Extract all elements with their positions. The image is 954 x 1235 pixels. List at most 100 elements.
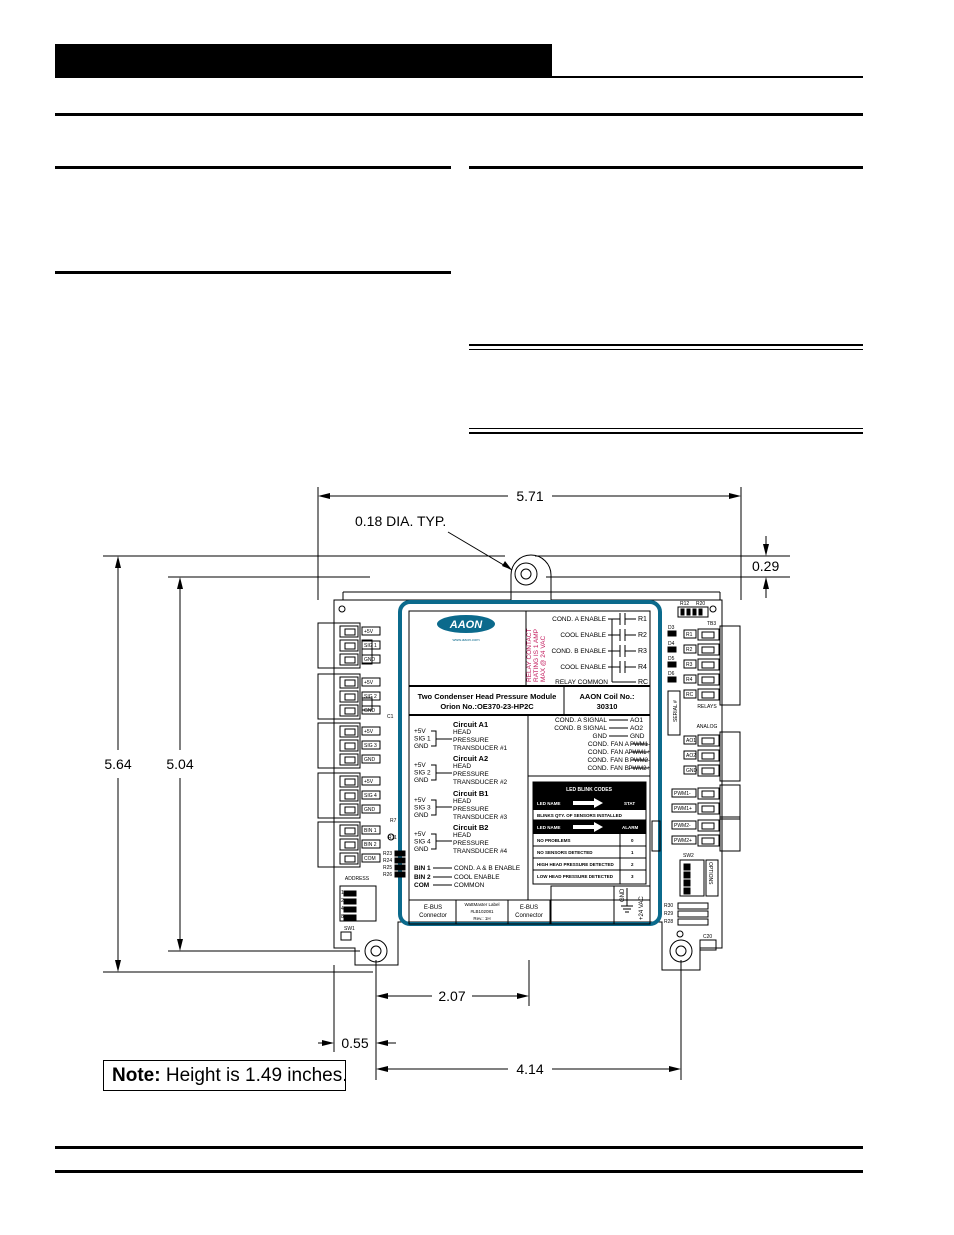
power-gnd: GND xyxy=(620,888,626,902)
terminal-label: R4 xyxy=(686,677,693,683)
d3-label: D3 xyxy=(668,625,675,631)
terminal-slot xyxy=(344,792,356,800)
terminal-label-box xyxy=(683,629,697,639)
circuit-desc: PRESSURE xyxy=(453,737,489,744)
callout-rule-top-b xyxy=(469,349,863,350)
module-title-2: Orion No.:OE370-23-HP2C xyxy=(440,702,534,711)
terminal-slot xyxy=(701,661,715,669)
terminal-screw xyxy=(339,775,359,788)
tb3-label: TB3 xyxy=(707,621,716,627)
terminal-label-box xyxy=(683,735,697,745)
terminal-screw xyxy=(697,802,720,815)
header-black-bar xyxy=(55,44,552,78)
terminal-slot xyxy=(344,693,356,701)
terminal-screw xyxy=(339,838,359,851)
schematic-lines xyxy=(431,613,648,913)
relay-name: COND. A ENABLE xyxy=(552,616,606,623)
dim-hole-spacing: 4.14 xyxy=(516,1061,543,1077)
arrowheads xyxy=(115,493,769,1072)
relay-name: COOL ENABLE xyxy=(560,664,606,671)
terminal-screw xyxy=(697,688,720,701)
label-panel xyxy=(398,600,662,926)
terminal-label-box xyxy=(361,740,381,750)
circuit-pin: SIG 4 xyxy=(414,839,431,846)
terminal-label-box xyxy=(361,853,381,863)
r30-label: R30 xyxy=(664,903,673,909)
terminal-screw xyxy=(339,852,359,865)
ao-pin: AO1 xyxy=(630,717,643,724)
relays-label: RELAYS xyxy=(697,704,717,710)
terminal-slot xyxy=(701,767,715,775)
terminal-label-box xyxy=(361,754,381,764)
terminal-screw xyxy=(697,787,720,800)
bin-pin: COM xyxy=(414,882,429,889)
footer-rule-2 xyxy=(55,1170,863,1173)
terminal-label: SIG 4 xyxy=(364,793,377,799)
led-header: STAT xyxy=(624,801,635,806)
board-silkscreen: RELAYS ANALOG SERIAL # ADDRESS 1 2 4 8 O… xyxy=(341,601,718,940)
circuit-pin: SIG 3 xyxy=(414,805,431,812)
terminal-slot xyxy=(701,822,715,830)
circuit-desc: HEAD xyxy=(453,798,471,805)
note-label: Note: xyxy=(112,1065,161,1086)
r11-label: R11 xyxy=(388,835,397,841)
terminal-screw xyxy=(697,834,720,847)
circuit-desc: TRANSDUCER #4 xyxy=(453,848,508,855)
circuit-pin: GND xyxy=(414,777,429,784)
relay-name: COND. B ENABLE xyxy=(551,648,606,655)
terminal-label: RC xyxy=(686,692,694,698)
circuit-pin: +5V xyxy=(414,762,426,769)
coil-label: AAON Coil No.: xyxy=(580,692,635,701)
terminal-screw xyxy=(697,764,720,777)
terminal-slot xyxy=(344,642,356,650)
dim-height-overall: 5.64 xyxy=(104,756,131,772)
terminal-label: SIG 1 xyxy=(364,643,377,649)
column-rule-left-1 xyxy=(55,166,451,169)
dim-top-offset: 0.29 xyxy=(752,558,779,574)
terminal-slot xyxy=(344,679,356,687)
terminal-slot xyxy=(701,646,715,654)
relay-rating: RELAY CONTACT RATING IS 1 AMP MAX @ 24 V… xyxy=(526,629,547,682)
relay-pin: R4 xyxy=(638,664,647,671)
r29-label: R29 xyxy=(664,911,673,917)
terminal-label-box xyxy=(671,788,697,798)
terminal-label: AO2 xyxy=(686,753,696,759)
callout-rule-top-a xyxy=(469,344,863,346)
terminal-block xyxy=(317,772,361,819)
ao-pin: PWM2- xyxy=(630,758,650,764)
r28-label: R28 xyxy=(664,919,673,925)
sw1-label: SW1 xyxy=(344,926,355,932)
terminal-label-box xyxy=(683,750,697,760)
terminal-label-box xyxy=(361,804,381,814)
circuit-pin: +5V xyxy=(414,728,426,735)
terminal-block xyxy=(317,673,361,720)
terminal-screw xyxy=(339,704,359,717)
d4-label: D4 xyxy=(668,641,675,647)
led-row-code: 1 xyxy=(631,850,634,855)
ao-name: COND. FAN B xyxy=(587,757,629,764)
r23-label: R23 xyxy=(383,851,392,857)
bin-pin: BIN 1 xyxy=(414,865,431,872)
terminal-label: AO1 xyxy=(686,738,696,744)
terminal-screw xyxy=(339,653,359,666)
note-text: Height is 1.49 inches. xyxy=(160,1065,348,1086)
serial-label: SERIAL # xyxy=(673,700,679,722)
terminal-slot xyxy=(701,691,715,699)
led-row-label: LOW HEAD PRESSURE DETECTED xyxy=(537,874,614,879)
ao-name: COND. B SIGNAL xyxy=(554,725,607,732)
relay-pin: R2 xyxy=(638,632,647,639)
ao-pin: PWM1- xyxy=(630,742,650,748)
bin-pin: BIN 2 xyxy=(414,874,431,881)
circuit-name: Circuit B1 xyxy=(453,789,488,798)
terminal-block xyxy=(317,821,361,868)
terminal-label-box xyxy=(683,674,697,684)
terminal-block xyxy=(719,784,741,820)
terminal-slot xyxy=(701,631,715,639)
terminal-slot xyxy=(701,790,715,798)
circuit-desc: TRANSDUCER #1 xyxy=(453,745,508,752)
terminal-label-box xyxy=(361,790,381,800)
circuit-pin: +5V xyxy=(414,831,426,838)
terminal-label: PWM1- xyxy=(674,791,691,797)
led-header: ALARM xyxy=(622,825,638,830)
